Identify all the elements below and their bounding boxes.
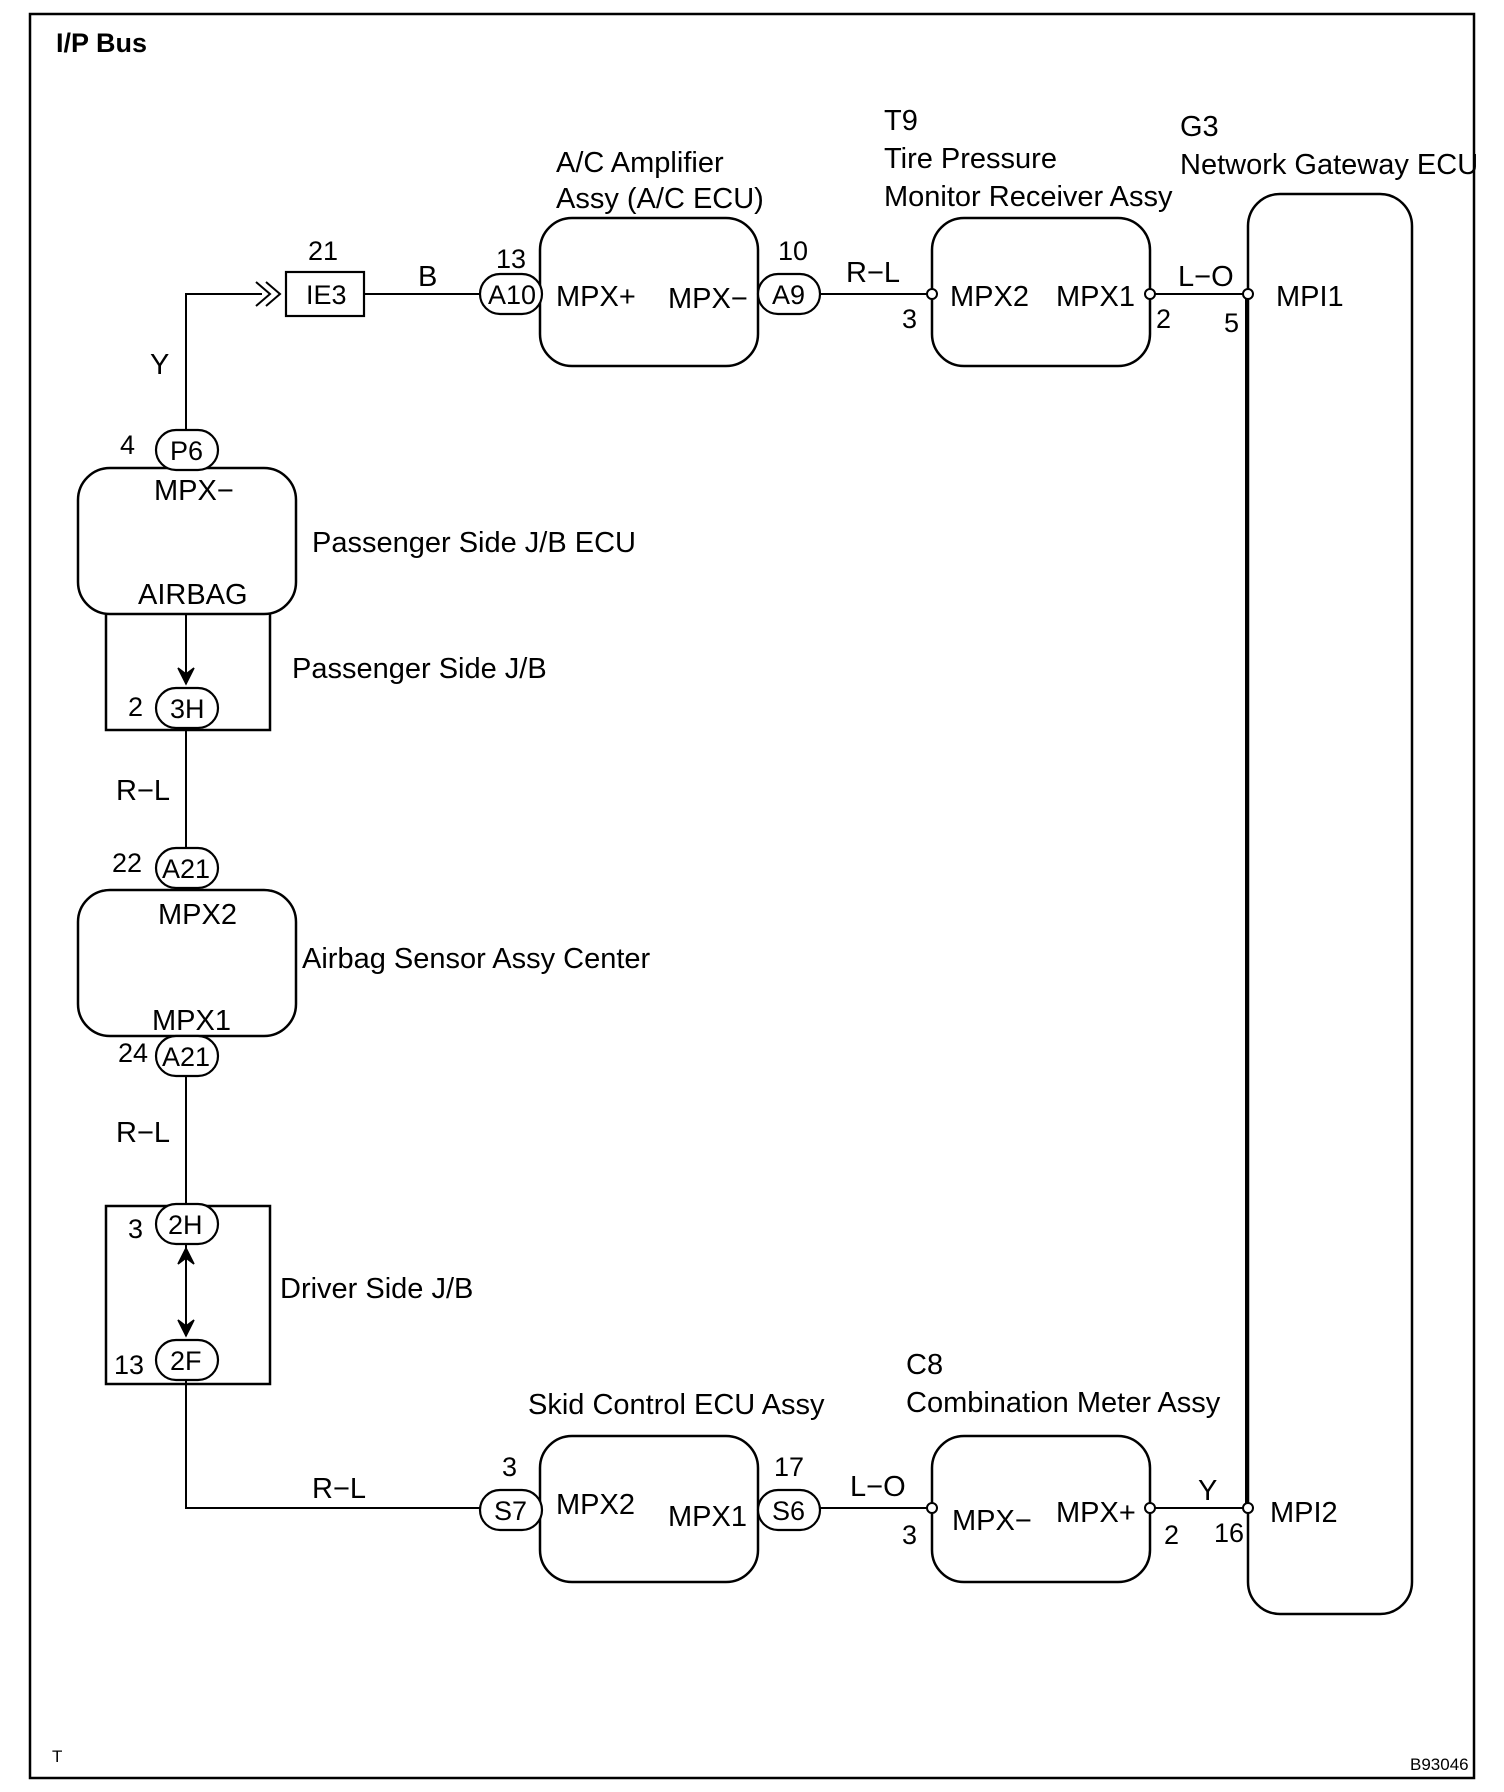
- gateway-pin-bottom: 16: [1214, 1518, 1244, 1548]
- connector-a9: [756, 272, 822, 316]
- tpms-term-left: MPX2: [950, 281, 1029, 313]
- connector-2h-label: 2H: [168, 1210, 203, 1240]
- up-arrow-icon: [177, 1246, 195, 1265]
- wire-rl-bottom: [185, 1378, 480, 1509]
- connector-p6-label: P6: [170, 436, 203, 466]
- connector-a10-label: A10: [488, 280, 536, 310]
- gateway-term-top: MPI1: [1276, 281, 1344, 313]
- ie3-arrow-icon-2: [265, 281, 282, 307]
- meter-name: Combination Meter Assy: [906, 1387, 1221, 1419]
- driver-jb-name: Driver Side J/B: [280, 1273, 473, 1305]
- connector-a10-pin: 13: [496, 244, 526, 274]
- connector-a21-top-pin: 22: [112, 848, 142, 878]
- wire-label-y-top: Y: [150, 349, 169, 381]
- down-arrow-icon-2: [177, 1319, 195, 1338]
- skid-term-right: MPX1: [668, 1501, 747, 1533]
- gateway-pin-bottom-dot: [1242, 1502, 1254, 1514]
- gateway-name: Network Gateway ECU: [1180, 149, 1478, 181]
- figure-code: B93046: [1410, 1755, 1469, 1774]
- connector-ie3-label: IE3: [306, 280, 347, 310]
- connector-2h-pin: 3: [128, 1214, 143, 1244]
- pjb-ecu-term-top: MPX−: [154, 475, 234, 507]
- passenger-jb-name: Passenger Side J/B: [292, 653, 547, 685]
- pjb-ecu-term-bottom: AIRBAG: [138, 579, 248, 611]
- connector-s7-label: S7: [494, 1496, 527, 1526]
- ac-amplifier-name-2: Assy (A/C ECU): [556, 183, 764, 215]
- gateway-term-bottom: MPI2: [1270, 1497, 1338, 1529]
- tpms-code: T9: [884, 105, 918, 137]
- connector-2f: [154, 1338, 220, 1382]
- connector-a21-bottom: [154, 1034, 220, 1078]
- wire-label-y-bottom: Y: [1198, 1475, 1217, 1507]
- connector-p6-pin: 4: [120, 430, 135, 460]
- connector-3h-pin: 2: [128, 692, 143, 722]
- tpms-name-2: Monitor Receiver Assy: [884, 181, 1173, 213]
- network-gateway-box: [1246, 192, 1414, 1616]
- meter-code: C8: [906, 1349, 943, 1381]
- meter-pin-left: 3: [902, 1520, 917, 1550]
- tpms-pin-right-dot: [1144, 288, 1156, 300]
- connector-a9-pin: 10: [778, 236, 808, 266]
- wire-label-rl-1: R−L: [116, 775, 170, 807]
- connector-a21-bottom-pin: 24: [118, 1038, 148, 1068]
- connector-2f-pin: 13: [114, 1350, 144, 1380]
- connector-a21-bottom-label: A21: [162, 1042, 210, 1072]
- connector-s7: [478, 1488, 544, 1532]
- connector-s6-pin: 17: [774, 1452, 804, 1482]
- connector-a21-top-label: A21: [162, 854, 210, 884]
- airbag-term-bottom: MPX1: [152, 1005, 231, 1037]
- meter-pin-left-dot: [926, 1502, 938, 1514]
- connector-a10: [478, 272, 544, 316]
- meter-pin-right-dot: [1144, 1502, 1156, 1514]
- ac-amplifier-term-right: MPX−: [668, 283, 748, 315]
- tpms-pin-right: 2: [1156, 304, 1171, 334]
- meter-term-left: MPX−: [952, 1505, 1032, 1537]
- connector-a21-top: [154, 846, 220, 890]
- pjb-ecu-name: Passenger Side J/B ECU: [312, 527, 636, 559]
- wire-label-rl-2: R−L: [116, 1117, 170, 1149]
- connector-s6-label: S6: [772, 1496, 805, 1526]
- footer-left-mark: T: [52, 1747, 62, 1766]
- connector-a9-label: A9: [772, 280, 805, 310]
- skid-control-name: Skid Control ECU Assy: [528, 1389, 825, 1421]
- wire-label-lo-bottom: L−O: [850, 1471, 906, 1503]
- connector-3h-label: 3H: [170, 694, 205, 724]
- tpms-name-1: Tire Pressure: [884, 143, 1057, 175]
- down-arrow-icon: [177, 667, 195, 686]
- gateway-pin-top: 5: [1224, 308, 1239, 338]
- connector-2f-label: 2F: [170, 1346, 202, 1376]
- wire-label-rl-top: R−L: [846, 257, 900, 289]
- tpms-pin-left: 3: [902, 304, 917, 334]
- meter-term-right: MPX+: [1056, 1497, 1136, 1529]
- gateway-pin-top-dot: [1242, 288, 1254, 300]
- skid-term-left: MPX2: [556, 1489, 635, 1521]
- connector-ie3-pin: 21: [308, 236, 338, 266]
- connector-2h: [154, 1202, 220, 1246]
- ac-amplifier-term-left: MPX+: [556, 281, 636, 313]
- connector-s6: [756, 1488, 822, 1532]
- gateway-code: G3: [1180, 111, 1219, 143]
- airbag-term-top: MPX2: [158, 899, 237, 931]
- wire-label-rl-bottom: R−L: [312, 1473, 366, 1505]
- connector-3h: [154, 686, 220, 730]
- tpms-term-right: MPX1: [1056, 281, 1135, 313]
- ac-amplifier-name-1: A/C Amplifier: [556, 147, 724, 179]
- connector-s7-pin: 3: [502, 1452, 517, 1482]
- diagram-title: I/P Bus: [56, 28, 147, 58]
- tpms-pin-left-dot: [926, 288, 938, 300]
- meter-pin-right: 2: [1164, 1520, 1179, 1550]
- connector-ie3: [284, 270, 366, 318]
- connector-p6: [154, 428, 220, 472]
- airbag-sensor-name: Airbag Sensor Assy Center: [302, 943, 651, 975]
- diagram-border: [28, 12, 1476, 1780]
- wire-label-b: B: [418, 261, 437, 293]
- ie3-arrow-icon: [255, 281, 272, 307]
- wire-label-lo-top: L−O: [1178, 261, 1234, 293]
- wire-y-top: [185, 293, 262, 430]
